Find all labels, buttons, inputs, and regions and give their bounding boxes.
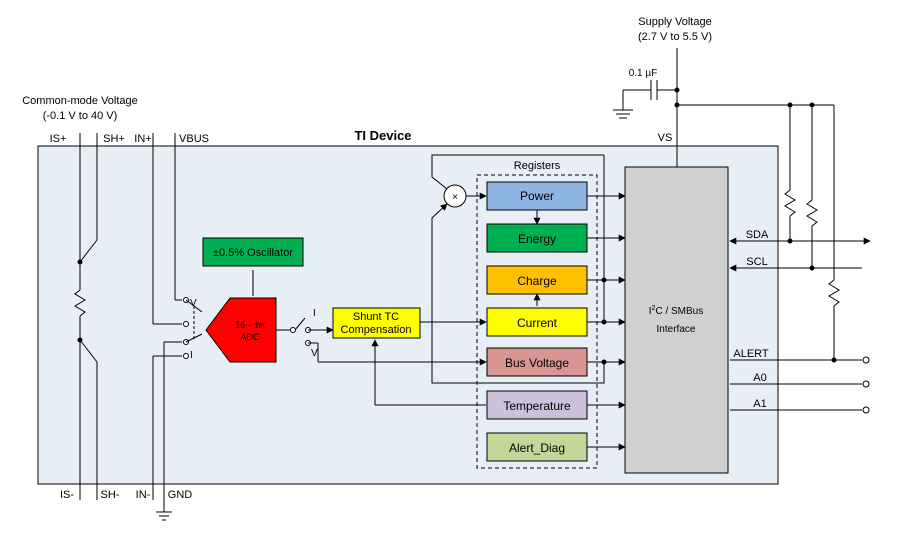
pin-sh-plus: SH+: [103, 133, 125, 145]
register-charge: [486, 265, 588, 295]
shunt-tc-block: [332, 307, 421, 339]
register-temperature-label: Temperature: [503, 399, 571, 413]
register-current: [486, 307, 588, 337]
register-charge-label: Charge: [517, 274, 557, 288]
pin-in-plus: IN+: [134, 133, 151, 145]
switch-i-label: I: [313, 308, 316, 319]
pin-is-plus: IS+: [50, 133, 67, 145]
common-mode-title: Common-mode Voltage: [22, 95, 138, 107]
sda-label: SDA: [746, 229, 769, 241]
register-temperature: [486, 390, 588, 420]
shunt-tc-line2: Compensation: [341, 324, 412, 336]
adc-block: [205, 297, 277, 363]
a0-label: A0: [753, 372, 766, 384]
register-power: [486, 181, 588, 211]
register-energy-label: Energy: [518, 232, 556, 246]
junction-dots: [77, 87, 837, 365]
i2c-interface-line2: Interface: [657, 324, 696, 335]
register-power-label: Power: [520, 189, 554, 203]
shunt-tc-line1: Shunt TC: [353, 311, 399, 323]
oscillator-label: ±0.5% Oscillator: [213, 247, 293, 259]
scl-label: SCL: [746, 256, 767, 268]
register-energy: [486, 223, 588, 253]
mux-v-label: V: [190, 298, 197, 309]
i2c-interface-block: [624, 166, 729, 474]
supply-voltage-title: Supply Voltage: [638, 16, 711, 28]
alert-label: ALERT: [733, 348, 769, 360]
register-bus-voltage-label: Bus Voltage: [505, 356, 569, 370]
register-bus-voltage: [486, 347, 588, 377]
register-alert-diag-label: Alert_Diag: [509, 441, 565, 455]
capacitor-label: 0.1 µF: [629, 68, 658, 79]
oscillator-block: [202, 237, 304, 267]
pin-in-minus: IN-: [136, 489, 151, 501]
device-title: TI Device: [354, 128, 411, 143]
i2c-interface-line1: I2C / SMBus: [649, 305, 703, 317]
registers-group: [476, 174, 598, 469]
supply-voltage-range: (2.7 V to 5.5 V): [638, 31, 712, 43]
pin-vbus: VBUS: [179, 133, 209, 145]
a1-label: A1: [753, 398, 766, 410]
common-mode-range: (-0.1 V to 40 V): [43, 110, 118, 122]
multiplier-icon: ×: [452, 192, 458, 203]
adc-label-line1: 16 – bit: [235, 320, 265, 330]
register-current-label: Current: [517, 316, 558, 330]
registers-title: Registers: [514, 160, 561, 172]
register-alert-diag: [486, 432, 588, 462]
mux-i-label: I: [190, 350, 193, 361]
adc-label-line2: ADC: [240, 332, 260, 342]
vs-label: VS: [658, 132, 673, 144]
switch-v-label: V: [311, 348, 318, 359]
pin-gnd: GND: [168, 489, 193, 501]
pin-sh-minus: SH-: [101, 489, 120, 501]
pin-is-minus: IS-: [60, 489, 74, 501]
